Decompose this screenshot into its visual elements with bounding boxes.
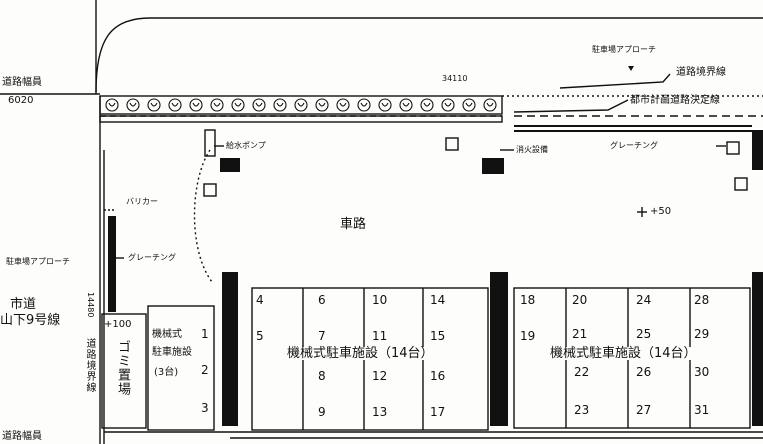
hedge-tree-icon (399, 98, 413, 112)
hedge-tree-icon (210, 98, 224, 112)
slot-number: 2 (201, 363, 209, 377)
slot-number: 13 (372, 405, 388, 419)
hedge-tree-icon (420, 98, 434, 112)
slot-number: 23 (574, 403, 590, 417)
parking-approach-left: 駐車場アプローチ (6, 257, 70, 266)
slot-number: 12 (372, 369, 388, 383)
parking-group-a-label: 機械式駐車施設（14台） (287, 346, 434, 361)
slot-number: 22 (574, 365, 590, 379)
slot-number: 7 (318, 329, 326, 343)
parking-approach-top: 駐車場アプローチ (592, 45, 656, 54)
city-road-name: 山下9号線 (0, 313, 61, 328)
hedge-tree-icon (339, 102, 347, 107)
hedge-tree-icon (108, 102, 116, 107)
hedge-tree-icon (483, 98, 497, 112)
road-width-label: 道路幅員 (2, 77, 42, 88)
hedge-tree-icon (171, 102, 179, 107)
road-width-value: 6020 (8, 95, 34, 106)
roadway-label: 車路 (340, 217, 367, 232)
garbage-label: ゴミ置場 (115, 340, 130, 396)
hedge-tree-icon (402, 102, 410, 107)
hedge-tree-icon (255, 102, 263, 107)
plus100-label: +100 (104, 319, 132, 330)
hedge-tree-icon (231, 98, 245, 112)
slot-number: 5 (256, 329, 264, 343)
slot-number: 29 (694, 327, 710, 341)
hedge-tree-icon (294, 98, 308, 112)
hedge-tree-icon (444, 102, 452, 107)
hedge-tree-icon (357, 98, 371, 112)
slot-number: 19 (520, 329, 536, 343)
city-plan-road-label: 都市計画道路決定線 (630, 95, 720, 106)
hedge-tree-icon (462, 98, 476, 112)
slot-number: 31 (694, 403, 710, 417)
slot-number: 11 (372, 329, 388, 343)
hedge-tree-icon (192, 102, 200, 107)
hedge-tree-icon (168, 98, 182, 112)
slot-number: 27 (636, 403, 652, 417)
small-parking-line1: 機械式 (152, 329, 182, 340)
barricade-label: バリカー (126, 197, 158, 206)
road-width-bottom: 道路幅員 (2, 431, 42, 442)
grating-left-label: グレーチング (128, 253, 176, 262)
slot-number: 28 (694, 293, 710, 307)
hedge-tree-icon (336, 98, 350, 112)
slot-number: 15 (430, 329, 446, 343)
slot-number: 4 (256, 293, 264, 307)
slot-number: 1 (201, 327, 209, 341)
slot-number: 16 (430, 369, 446, 383)
slot-number: 18 (520, 293, 536, 307)
slot-number: 8 (318, 369, 326, 383)
slot-number: 20 (572, 293, 588, 307)
hedge-tree-icon (126, 98, 140, 112)
road-boundary-vertical: 道路境界線 (84, 338, 95, 393)
hedge-tree-icon (105, 98, 119, 112)
hedge-tree-icon (315, 98, 329, 112)
slot-number: 25 (636, 327, 652, 341)
road-boundary-label: 道路境界線 (676, 67, 726, 78)
hedge-tree-icon (378, 98, 392, 112)
slot-number: 10 (372, 293, 388, 307)
hedge-tree-icon (129, 102, 137, 107)
slot-number: 6 (318, 293, 326, 307)
slot-number: 14 (430, 293, 446, 307)
hedge-tree-icon (213, 102, 221, 107)
hedge-tree-icon (189, 98, 203, 112)
hedge-tree-icon (297, 102, 305, 107)
slot-number: 24 (636, 293, 652, 307)
hedge-tree-icon (234, 102, 242, 107)
water-pump-label: 給水ポンプ (226, 141, 266, 150)
hedge-tree-icon (318, 102, 326, 107)
hedge-tree-icon (465, 102, 473, 107)
slot-number: 30 (694, 365, 710, 379)
dimension-top: 34110 (442, 74, 468, 83)
slot-number: 21 (572, 327, 588, 341)
left-dimension: 14480 (86, 292, 95, 318)
hedge-tree-icon (441, 98, 455, 112)
hedge-tree-icon (276, 102, 284, 107)
slot-number: 3 (201, 401, 209, 415)
slot-number: 26 (636, 365, 652, 379)
small-parking-line2: 駐車施設 (152, 347, 192, 358)
hedge-tree-icon (423, 102, 431, 107)
hedge-tree-icon (381, 102, 389, 107)
hedge-tree-icon (273, 98, 287, 112)
small-parking-line3: (3台) (154, 367, 179, 378)
level-label: +50 (650, 206, 672, 217)
grating-top-label: グレーチング (610, 141, 658, 150)
slot-number: 17 (430, 405, 446, 419)
hedge-tree-icon (252, 98, 266, 112)
slot-number: 9 (318, 405, 326, 419)
hedge-tree-icon (147, 98, 161, 112)
fire-hydrant-label: 消火設備 (516, 145, 548, 154)
city-road-label: 市道 (10, 297, 37, 312)
hedge-tree-icon (486, 102, 494, 107)
parking-group-b-label: 機械式駐車施設（14台） (550, 346, 697, 361)
hedge-tree-icon (360, 102, 368, 107)
hedge-tree-icon (150, 102, 158, 107)
